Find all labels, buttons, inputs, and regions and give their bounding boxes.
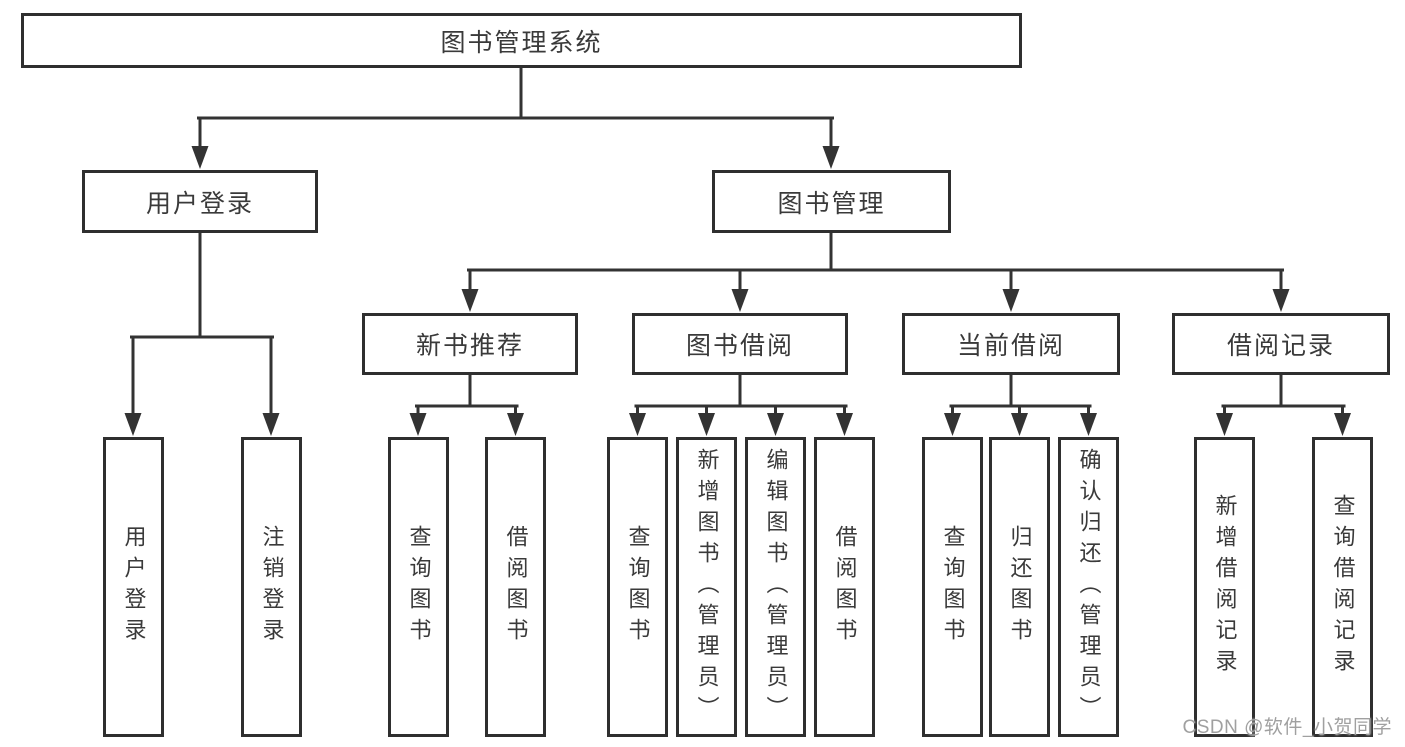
arrow-down-icon bbox=[1216, 413, 1233, 436]
arrow-down-icon bbox=[262, 413, 280, 436]
node-library-management-system: 图书管理系统 bbox=[21, 13, 1022, 68]
node-new-book-recommendation: 新书推荐 bbox=[362, 313, 578, 375]
arrow-down-icon bbox=[767, 413, 784, 436]
arrow-down-icon bbox=[1334, 413, 1351, 436]
node-book-management-branch: 图书管理 bbox=[712, 170, 951, 233]
node-label: 新增图书（管理员） bbox=[694, 447, 720, 727]
arrow-down-icon bbox=[1080, 413, 1097, 436]
arrow-down-icon bbox=[124, 413, 142, 436]
arrow-down-icon bbox=[836, 413, 853, 436]
node-user-login-branch: 用户登录 bbox=[82, 170, 318, 233]
node-label: 图书管理系统 bbox=[440, 28, 603, 57]
node-query-books-current: 查询图书 bbox=[922, 437, 983, 737]
node-label: 查询图书 bbox=[625, 525, 651, 649]
node-label: 归还图书 bbox=[1007, 525, 1033, 649]
arrow-down-icon bbox=[1002, 289, 1020, 312]
node-return-books: 归还图书 bbox=[989, 437, 1050, 737]
node-label: 查询借阅记录 bbox=[1330, 494, 1356, 680]
node-add-books-admin: 新增图书（管理员） bbox=[676, 437, 737, 737]
node-label: 用户登录 bbox=[145, 189, 254, 218]
node-edit-books-admin: 编辑图书（管理员） bbox=[745, 437, 806, 737]
arrow-down-icon bbox=[409, 413, 427, 436]
node-user-login-leaf: 用户登录 bbox=[103, 437, 164, 737]
arrow-down-icon bbox=[731, 289, 749, 312]
node-label: 注销登录 bbox=[259, 525, 285, 649]
arrow-down-icon bbox=[944, 413, 961, 436]
node-label: 用户登录 bbox=[121, 525, 147, 649]
node-current-borrowing: 当前借阅 bbox=[902, 313, 1120, 375]
node-borrow-books-recommend: 借阅图书 bbox=[485, 437, 546, 737]
node-book-borrowing: 图书借阅 bbox=[632, 313, 848, 375]
arrow-down-icon bbox=[629, 413, 646, 436]
node-label: 图书借阅 bbox=[685, 332, 794, 360]
node-label: 编辑图书（管理员） bbox=[763, 447, 789, 727]
node-label: 新增借阅记录 bbox=[1212, 494, 1238, 680]
arrowheads bbox=[124, 146, 1351, 436]
node-label: 借阅图书 bbox=[503, 525, 529, 649]
node-query-books-borrowing: 查询图书 bbox=[607, 437, 668, 737]
arrow-down-icon bbox=[461, 289, 479, 312]
node-query-borrow-record: 查询借阅记录 bbox=[1312, 437, 1373, 737]
node-borrowing-records: 借阅记录 bbox=[1172, 313, 1390, 375]
csdn-watermark: CSDN @软件_小贺同学 bbox=[1182, 717, 1392, 738]
node-label: 确认归还（管理员） bbox=[1076, 447, 1102, 727]
arrow-down-icon bbox=[698, 413, 715, 436]
node-label: 查询图书 bbox=[940, 525, 966, 649]
node-label: 当前借阅 bbox=[956, 332, 1065, 360]
node-confirm-return-admin: 确认归还（管理员） bbox=[1058, 437, 1119, 737]
node-label: 图书管理 bbox=[777, 189, 886, 218]
node-label: 查询图书 bbox=[406, 525, 432, 649]
arrow-down-icon bbox=[1272, 289, 1290, 312]
arrow-down-icon bbox=[1011, 413, 1028, 436]
arrow-down-icon bbox=[507, 413, 524, 436]
node-label: 借阅记录 bbox=[1226, 332, 1335, 360]
arrow-down-icon bbox=[191, 146, 209, 169]
node-query-books-recommend: 查询图书 bbox=[388, 437, 449, 737]
arrow-down-icon bbox=[822, 146, 840, 169]
node-label: 借阅图书 bbox=[832, 525, 858, 649]
node-label: 新书推荐 bbox=[415, 332, 524, 360]
node-borrow-books: 借阅图书 bbox=[814, 437, 875, 737]
node-logout: 注销登录 bbox=[241, 437, 302, 737]
node-add-borrow-record: 新增借阅记录 bbox=[1194, 437, 1255, 737]
